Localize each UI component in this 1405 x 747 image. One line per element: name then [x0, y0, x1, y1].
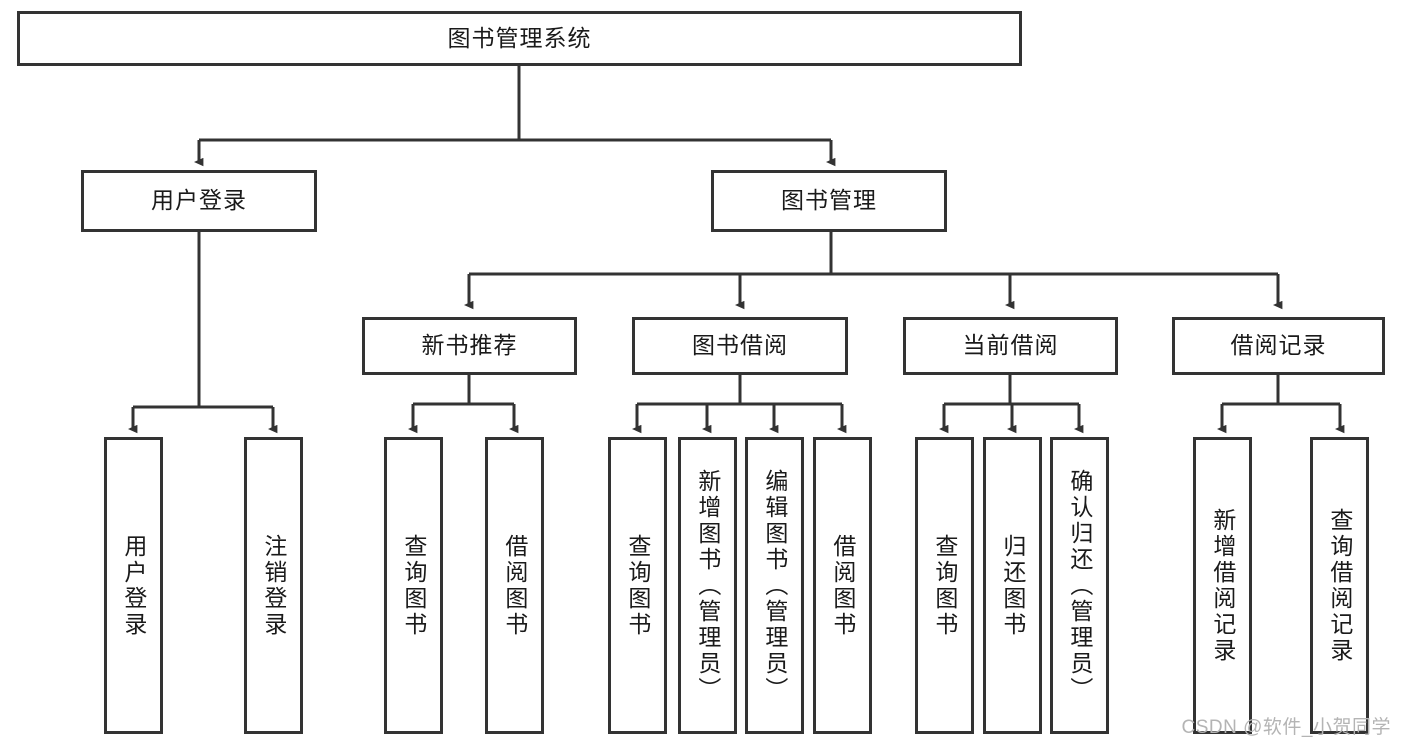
- node-leaf-logout-label: 注销登录: [260, 533, 287, 638]
- node-leaf-add-book-label: 新增图书（管理员）: [694, 468, 721, 703]
- node-leaf-confirm-return[interactable]: 确认归还（管理员）: [1050, 437, 1109, 734]
- node-borrow-record-label: 借阅记录: [1230, 332, 1327, 359]
- node-root[interactable]: 图书管理系统: [17, 11, 1022, 66]
- node-leaf-borrow-book-1-label: 借阅图书: [501, 533, 528, 638]
- node-new-book-recommend-label: 新书推荐: [421, 332, 518, 359]
- node-leaf-add-record-label: 新增借阅记录: [1209, 507, 1236, 664]
- node-root-label: 图书管理系统: [447, 24, 592, 51]
- node-current-borrow[interactable]: 当前借阅: [903, 317, 1118, 375]
- node-user-login[interactable]: 用户登录: [81, 170, 317, 232]
- node-leaf-edit-book-label: 编辑图书（管理员）: [761, 468, 788, 703]
- node-leaf-query-record[interactable]: 查询借阅记录: [1310, 437, 1369, 734]
- node-leaf-return-book-label: 归还图书: [999, 533, 1026, 638]
- node-leaf-logout[interactable]: 注销登录: [244, 437, 303, 734]
- node-leaf-borrow-book-2-label: 借阅图书: [829, 533, 856, 638]
- node-book-manage-label: 图书管理: [781, 187, 877, 214]
- node-book-manage[interactable]: 图书管理: [711, 170, 947, 232]
- node-leaf-query-book-3-label: 查询图书: [931, 533, 958, 638]
- node-leaf-query-book-2[interactable]: 查询图书: [608, 437, 667, 734]
- node-leaf-query-record-label: 查询借阅记录: [1326, 507, 1353, 664]
- node-book-borrow[interactable]: 图书借阅: [632, 317, 848, 375]
- node-leaf-user-login[interactable]: 用户登录: [104, 437, 163, 734]
- node-leaf-add-record[interactable]: 新增借阅记录: [1193, 437, 1252, 734]
- node-borrow-record[interactable]: 借阅记录: [1172, 317, 1385, 375]
- node-leaf-query-book-2-label: 查询图书: [624, 533, 651, 638]
- node-leaf-add-book[interactable]: 新增图书（管理员）: [678, 437, 737, 734]
- node-leaf-borrow-book-2[interactable]: 借阅图书: [813, 437, 872, 734]
- node-leaf-edit-book[interactable]: 编辑图书（管理员）: [745, 437, 804, 734]
- node-leaf-borrow-book-1[interactable]: 借阅图书: [485, 437, 544, 734]
- node-user-login-label: 用户登录: [151, 187, 247, 214]
- node-current-borrow-label: 当前借阅: [962, 332, 1059, 359]
- node-leaf-query-book-1-label: 查询图书: [400, 533, 427, 638]
- node-leaf-query-book-1[interactable]: 查询图书: [384, 437, 443, 734]
- node-leaf-user-login-label: 用户登录: [120, 533, 147, 638]
- watermark-text: CSDN @软件_小贺同学: [1181, 717, 1391, 738]
- node-new-book-recommend[interactable]: 新书推荐: [362, 317, 577, 375]
- node-leaf-confirm-return-label: 确认归还（管理员）: [1066, 468, 1093, 703]
- node-book-borrow-label: 图书借阅: [692, 332, 788, 359]
- node-leaf-return-book[interactable]: 归还图书: [983, 437, 1042, 734]
- node-leaf-query-book-3[interactable]: 查询图书: [915, 437, 974, 734]
